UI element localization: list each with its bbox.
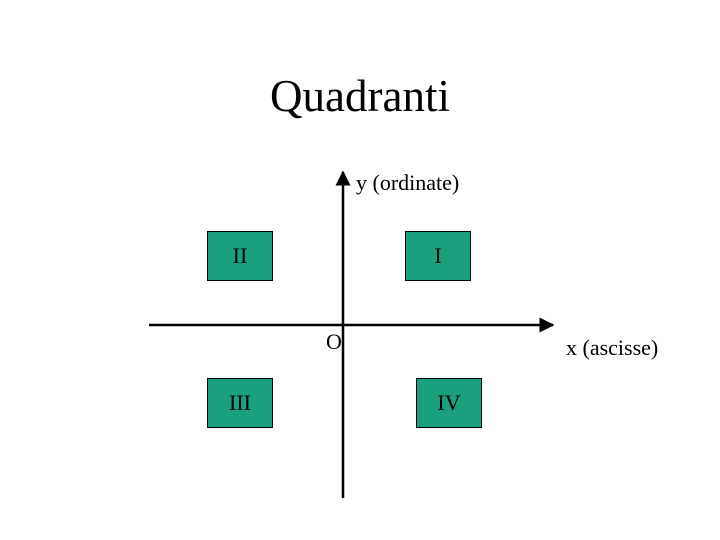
x-axis-label: x (ascisse) (566, 335, 659, 360)
y-axis-label: y (ordinate) (356, 170, 460, 195)
quadrant-iii-box: III (207, 378, 273, 428)
quadrant-ii-box: II (207, 231, 273, 281)
origin-label: O (326, 329, 342, 354)
quadrant-i-box: I (405, 231, 471, 281)
slide-title: Quadranti (270, 71, 450, 121)
quadrant-iv-box: IV (416, 378, 482, 428)
